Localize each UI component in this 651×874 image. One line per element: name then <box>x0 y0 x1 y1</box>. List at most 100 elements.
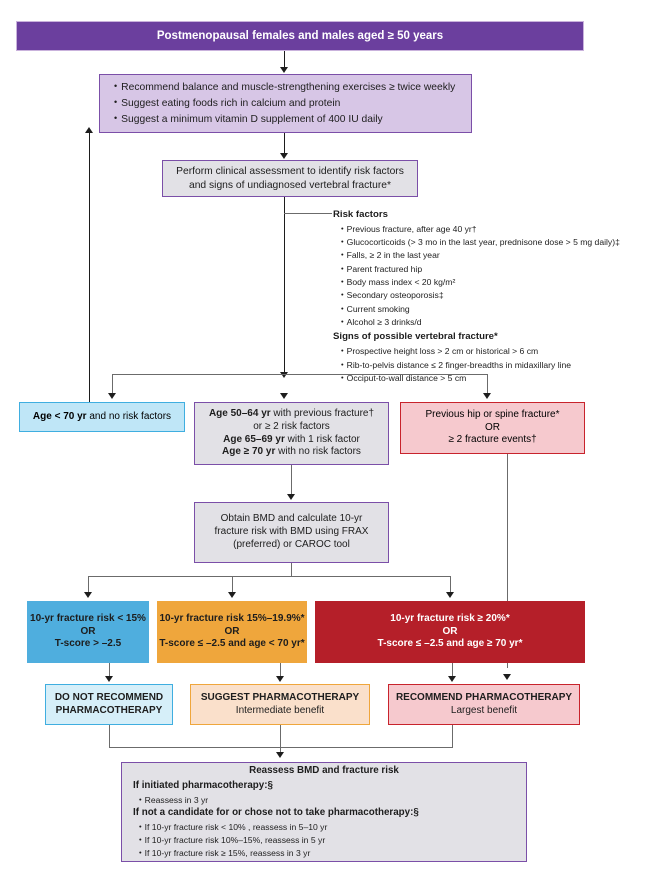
assessment-line-2: and signs of undiagnosed vertebral fract… <box>188 179 392 191</box>
lifestyle-recommendations-box: Recommend balance and muscle-strengtheni… <box>99 74 472 133</box>
band-low-risk: 10-yr fracture risk < 15% OR T-score > –… <box>27 601 149 663</box>
arrow-bus-to-age-lt70 <box>108 393 116 399</box>
band-low-line-1: 10-yr fracture risk < 15% <box>30 612 146 624</box>
connector-band-right-drop <box>450 576 451 593</box>
reassess-title: Reassess BMD and fracture risk <box>249 765 399 777</box>
connector-band-left-drop <box>88 576 89 593</box>
chart-title-bar: Postmenopausal females and males aged ≥ … <box>16 21 584 51</box>
arrow-lifestyle-to-assessment <box>280 153 288 159</box>
connector-fracture-to-recommend <box>507 454 508 668</box>
arrow-bus-to-fracture <box>483 393 491 399</box>
obtain-bmd-box: Obtain BMD and calculate 10-yr fracture … <box>194 502 389 563</box>
connector-criteria-bus <box>112 374 487 375</box>
chart-title-text: Postmenopausal females and males aged ≥ … <box>156 29 444 42</box>
age-lt70-bold: Age < 70 yr <box>32 410 87 422</box>
arrow-bus-to-reassess <box>276 752 284 758</box>
band-moderate-risk: 10-yr fracture risk 15%–19.9%* OR T-scor… <box>157 601 307 663</box>
arrow-high-to-rec <box>448 676 456 682</box>
arrow-feedback-to-lifestyle <box>85 127 93 133</box>
lifestyle-list: Recommend balance and muscle-strengtheni… <box>114 80 455 127</box>
list-item: Prospective height loss > 2 cm or histor… <box>333 345 651 358</box>
bmd-line-3: (preferred) or CAROC tool <box>233 538 350 550</box>
criteria-line-3: Age 65–69 yr with 1 risk factor <box>223 434 360 447</box>
band-high-line-3: T-score ≤ –2.5 and age ≥ 70 yr* <box>377 638 523 650</box>
list-item: If 10-yr fracture risk < 10% , reassess … <box>133 821 328 834</box>
arrow-bus-to-band-low <box>84 592 92 598</box>
previous-fracture-box: Previous hip or spine fracture* OR ≥ 2 f… <box>400 402 585 454</box>
reassess-box: Reassess BMD and fracture risk If initia… <box>121 762 527 862</box>
risk-factors-panel: Risk factors Previous fracture, after ag… <box>333 207 651 385</box>
list-item: Alcohol ≥ 3 drinks/d <box>333 316 651 329</box>
arrow-assessment-to-criteria <box>280 372 288 378</box>
bmd-line-1: Obtain BMD and calculate 10-yr <box>220 513 363 525</box>
list-item: Occiput-to-wall distance > 5 cm <box>333 372 651 385</box>
connector-lifestyle-to-assessment <box>284 133 286 154</box>
do-not-recommend-box: DO NOT RECOMMEND PHARMACOTHERAPY <box>45 684 173 725</box>
band-low-line-2: OR <box>80 625 96 637</box>
rec-suggest-line-2: Intermediate benefit <box>235 704 325 716</box>
arrow-low-to-rec <box>105 676 113 682</box>
arrow-mid-to-rec <box>276 676 284 682</box>
list-item: Parent fractured hip <box>333 263 651 276</box>
vertebral-signs-heading: Signs of possible vertebral fracture* <box>333 331 498 343</box>
list-item: If 10-yr fracture risk ≥ 15%, reassess i… <box>133 847 311 860</box>
arrow-bus-to-band-high <box>446 592 454 598</box>
list-item: Current smoking <box>333 303 651 316</box>
band-mid-line-2: OR <box>224 625 240 637</box>
list-item: Previous fracture, after age 40 yr† <box>333 223 651 236</box>
bmd-line-2: fracture risk with BMD using FRAX <box>214 526 369 538</box>
connector-assessment-spine <box>284 197 286 374</box>
clinical-assessment-box: Perform clinical assessment to identify … <box>162 160 418 197</box>
criteria-l1-rest: with previous fracture† <box>270 407 375 419</box>
connector-risk-leader <box>284 213 332 214</box>
connector-mid-to-rec <box>280 663 281 677</box>
connector-criteria-to-bmd <box>291 465 292 495</box>
connector-bmd-drop <box>291 563 292 576</box>
assessment-line-1: Perform clinical assessment to identify … <box>176 166 404 178</box>
list-item: Body mass index < 20 kg/m² <box>333 276 651 289</box>
fracture-line-3: ≥ 2 fracture events† <box>448 434 537 446</box>
criteria-l4-bold: Age ≥ 70 yr <box>222 446 276 458</box>
rec-recommend-line-1: RECOMMEND PHARMACOTHERAPY <box>395 691 573 703</box>
list-item: Falls, ≥ 2 in the last year <box>333 249 651 262</box>
criteria-line-2: or ≥ 2 risk factors <box>253 420 330 432</box>
reassess-head-1: If initiated pharmacotherapy:§ <box>133 779 273 791</box>
criteria-line-4: Age ≥ 70 yr with no risk factors <box>222 446 361 459</box>
band-high-line-1: 10-yr fracture risk ≥ 20%* <box>390 612 510 624</box>
connector-band-mid-drop <box>232 576 233 593</box>
connector-bus-right-drop <box>487 374 488 394</box>
rec-recommend-line-2: Largest benefit <box>450 704 518 716</box>
age-lt70-rest: and no risk factors <box>86 410 172 422</box>
rec-none-line-1: DO NOT RECOMMEND <box>54 691 164 703</box>
criteria-line-1: Age 50–64 yr with previous fracture† <box>209 408 374 421</box>
connector-low-to-rec <box>109 663 110 677</box>
arrow-title-to-lifestyle <box>280 67 288 73</box>
recommend-pharmacotherapy-box: RECOMMEND PHARMACOTHERAPY Largest benefi… <box>388 684 580 725</box>
criteria-l3-rest: with 1 risk factor <box>284 433 360 445</box>
fracture-line-1: Previous hip or spine fracture* <box>425 408 560 420</box>
list-item: If 10-yr fracture risk 10%–15%, reassess… <box>133 834 326 847</box>
connector-band-bus <box>88 576 451 577</box>
suggest-pharmacotherapy-box: SUGGEST PHARMACOTHERAPY Intermediate ben… <box>190 684 370 725</box>
connector-bus-left-drop <box>112 374 113 394</box>
criteria-l4-rest: with no risk factors <box>275 446 361 458</box>
list-item: Secondary osteoporosis‡ <box>333 289 651 302</box>
fracture-line-2: OR <box>485 421 500 433</box>
criteria-l3-bold: Age 65–69 yr <box>223 433 285 445</box>
age-under-70-no-risk-box: Age < 70 yr and no risk factors <box>19 402 185 432</box>
criteria-l1-bold: Age 50–64 yr <box>208 407 271 419</box>
age-risk-criteria-box: Age 50–64 yr with previous fracture† or … <box>194 402 389 465</box>
list-item: Glucocorticoids (> 3 mo in the last year… <box>333 236 651 249</box>
list-item: Suggest a minimum vitamin D supplement o… <box>114 111 455 127</box>
connector-title-to-lifestyle <box>284 51 286 68</box>
arrow-fracture-to-recommend <box>503 674 511 680</box>
connector-recrec-drop <box>452 725 453 747</box>
connector-reassess-bus <box>109 747 453 748</box>
band-mid-line-1: 10-yr fracture risk 15%–19.9%* <box>159 612 305 624</box>
arrow-bus-to-band-mid <box>228 592 236 598</box>
list-item: Recommend balance and muscle-strengtheni… <box>114 80 455 96</box>
rec-suggest-line-1: SUGGEST PHARMACOTHERAPY <box>200 691 360 703</box>
connector-recnone-drop <box>109 725 110 747</box>
arrow-bus-to-criteria <box>280 393 288 399</box>
